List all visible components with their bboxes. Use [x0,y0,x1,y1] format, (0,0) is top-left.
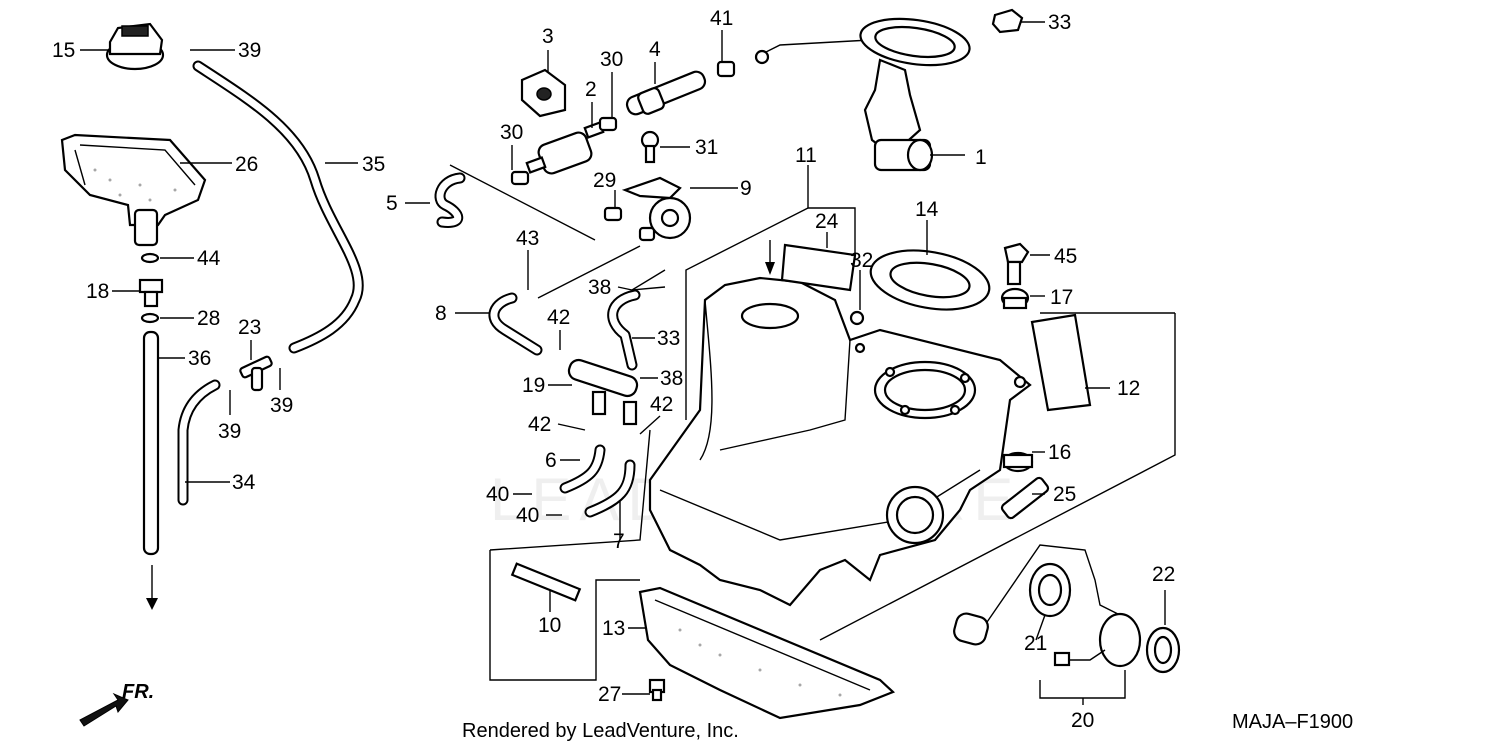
rubber-mount-part [520,68,567,118]
t-joint-part [239,355,273,392]
heat-guard-part [638,586,896,720]
callout-5: 5 [386,192,398,215]
filler-cap-part [105,22,165,71]
fuel-valve-part [621,176,692,242]
callout-38-top: 38 [588,276,611,299]
short-hose-part [625,70,707,116]
callout-25: 25 [1053,483,1076,506]
callout-31: 31 [695,136,718,159]
hose-34-part [607,289,641,371]
callout-10: 10 [538,614,561,637]
callout-8: 8 [435,302,447,325]
callout-44: 44 [197,247,221,270]
rendered-by-credit: Rendered by LeadVenture, Inc. [462,720,739,742]
callout-6: 6 [545,449,557,472]
callout-22: 22 [1152,563,1175,586]
callout-11: 11 [795,144,817,167]
strip-10-part [510,562,582,602]
hoses-6-7-part [559,444,636,518]
callout-37: 36 [188,347,211,370]
callout-30-top: 30 [600,48,623,71]
callout-12: 12 [1117,377,1140,400]
callout-39-left: 39 [218,420,241,443]
elbow-hose-5-part [434,172,466,228]
callout-15: 15 [52,39,75,62]
fuel-level-sender-part [953,544,1142,668]
callout-9: 9 [740,177,752,200]
hose-clamps-part [510,60,736,222]
joint-tube-part [567,358,639,426]
callout-33: 33 [1048,11,1071,34]
elbow-hose-8-part [488,292,543,356]
fuel-filter-part [525,121,605,175]
callout-39-right: 39 [270,394,293,417]
callout-14: 14 [915,198,939,221]
callout-43: 43 [516,227,539,250]
foam-25-part [1000,476,1050,520]
callout-27: 27 [598,683,621,706]
callout-38-bottom: 38 [660,367,683,390]
drain-tube-part [142,330,160,610]
callout-18: 18 [86,280,109,303]
bolt-32-part [849,310,865,326]
callout-13: 13 [602,617,625,640]
callout-30-left: 30 [500,121,523,144]
callout-42-left: 42 [528,413,551,436]
bent-hose-part [177,379,221,506]
callout-16: 16 [1048,441,1071,464]
callout-42-top: 42 [547,306,570,329]
callout-40-bottom: 40 [516,504,539,527]
front-marker-label: FR. [122,681,154,703]
fuel-tank-part [648,276,1032,607]
charcoal-canister-part [60,133,207,247]
callout-4: 4 [649,38,661,61]
diagram-code: MAJA–F1900 [1232,711,1353,733]
fuel-pump-part [754,17,971,172]
callout-numbers: 15 39 26 35 44 18 28 36 23 39 39 34 3 2 … [52,7,1175,732]
callout-21: 21 [1024,632,1047,655]
breather-hose-part [192,60,364,354]
gasket-14-part [869,249,991,311]
callout-36: 35 [362,153,385,176]
pad-24-part [780,243,857,292]
callout-35: 34 [232,471,256,494]
callout-32: 32 [850,249,873,272]
bolt-31-part [640,130,660,164]
callout-1: 1 [975,146,987,169]
bolt-27-part [648,678,666,702]
callout-19: 19 [522,374,545,397]
callout-26: 26 [235,153,258,176]
callout-28: 28 [197,307,220,330]
callout-20: 20 [1071,709,1094,732]
callout-23: 23 [238,316,261,339]
nut-33-part [991,8,1024,34]
pad-12-part [1030,313,1092,412]
callout-34: 33 [657,327,680,350]
leader-lines [80,21,1176,705]
callout-17: 17 [1050,286,1073,309]
front-direction-arrow-icon: FR. [79,681,154,727]
callout-24: 24 [815,210,839,233]
callout-7: 7 [613,530,625,553]
small-fittings-part [138,252,164,324]
callout-45: 45 [1054,245,1077,268]
callout-3: 3 [542,25,554,48]
callout-29: 29 [593,169,616,192]
callout-41: 41 [710,7,733,30]
callout-40-top: 40 [486,483,509,506]
callout-2: 2 [585,78,597,101]
grommet-16-part [1002,451,1034,473]
callout-42-right: 42 [650,393,673,416]
bolt-45-part [1003,242,1030,286]
grommet-17-part [1000,287,1030,310]
callout-39-top: 39 [238,39,261,62]
retainer-ring-22-part [1145,626,1181,674]
